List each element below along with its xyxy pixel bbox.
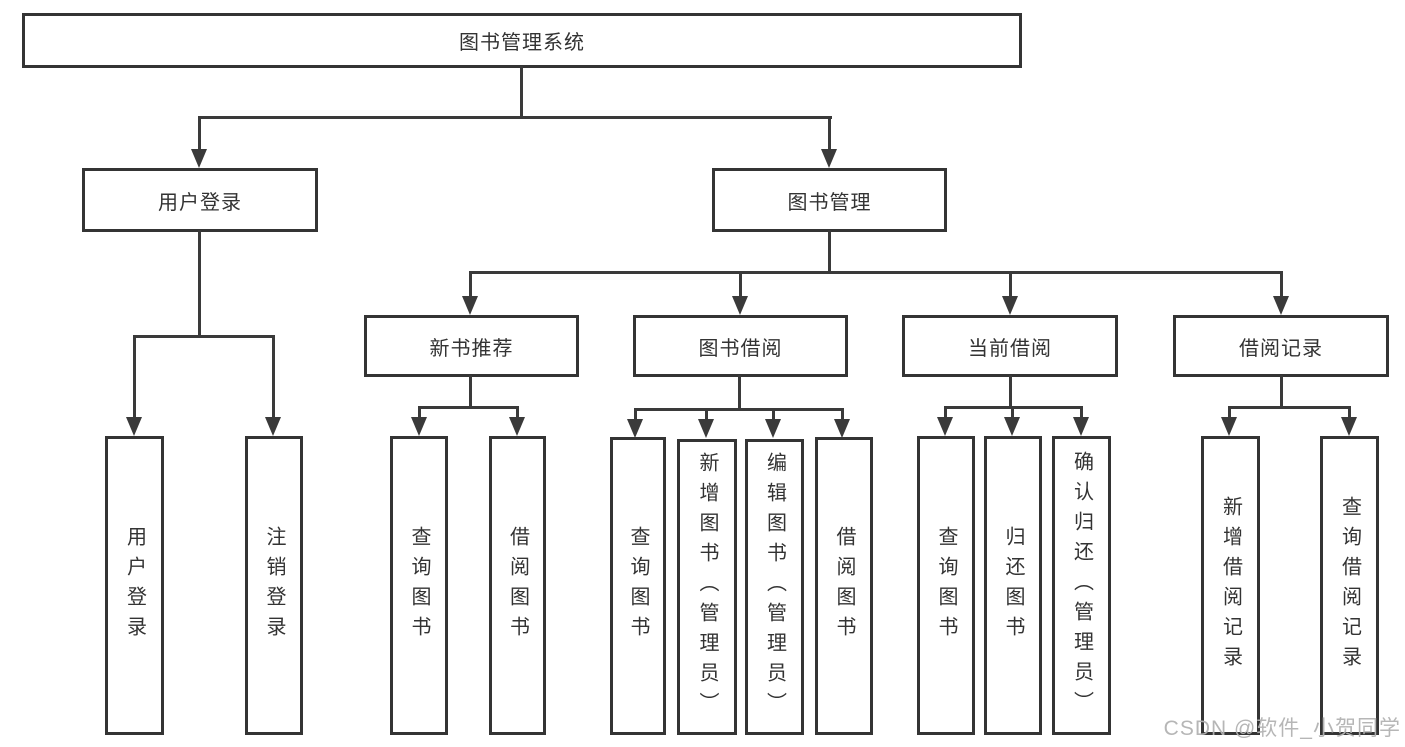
- arrow-down-icon: [1221, 417, 1237, 436]
- csdn-watermark: CSDN @软件_小贺同学: [1163, 717, 1401, 740]
- leaf-query-books-current: 查询图书: [917, 436, 975, 735]
- connector-root-stem: [520, 66, 523, 119]
- arrow-down-icon: [698, 419, 714, 438]
- connector-book-management-split: [469, 271, 1283, 274]
- connector-drop-leaf-user-login: [133, 335, 136, 419]
- leaf-borrow-books-borrow: 借阅图书: [815, 437, 873, 735]
- arrow-down-icon: [937, 417, 953, 436]
- leaf-user-login-label: 用户登录: [123, 525, 146, 646]
- arrow-down-icon: [1002, 296, 1018, 315]
- arrow-down-icon: [627, 419, 643, 438]
- leaf-user-login: 用户登录: [105, 436, 164, 735]
- connector-borrow-records-stem: [1280, 375, 1283, 409]
- arrow-down-icon: [732, 296, 748, 315]
- connector-drop: [705, 408, 708, 421]
- arrow-down-icon: [265, 417, 281, 436]
- node-new-book-recommend-label: 新书推荐: [429, 337, 514, 360]
- arrow-down-icon: [1004, 417, 1020, 436]
- arrow-down-icon: [834, 419, 850, 438]
- connector-drop: [516, 406, 519, 420]
- connector-drop-current-borrow: [1009, 271, 1012, 299]
- connector-drop: [1011, 406, 1014, 420]
- connector-book-borrow-split: [634, 408, 844, 411]
- leaf-query-borrow-record: 查询借阅记录: [1320, 436, 1379, 735]
- arrow-down-icon: [1273, 296, 1289, 315]
- node-current-borrow: 当前借阅: [902, 315, 1118, 377]
- node-book-management-label: 图书管理: [787, 191, 872, 214]
- leaf-logout: 注销登录: [245, 436, 303, 735]
- arrow-down-icon: [126, 417, 142, 436]
- arrow-down-icon: [1341, 417, 1357, 436]
- node-book-management: 图书管理: [712, 168, 947, 232]
- leaf-logout-label: 注销登录: [263, 525, 285, 646]
- leaf-query-books-newbook-label: 查询图书: [408, 525, 430, 646]
- arrow-down-icon: [509, 417, 525, 436]
- node-borrow-records-label: 借阅记录: [1239, 337, 1323, 360]
- node-new-book-recommend: 新书推荐: [364, 315, 579, 377]
- connector-drop: [1348, 406, 1351, 420]
- connector-book-borrow-stem: [738, 375, 741, 411]
- node-borrow-records: 借阅记录: [1173, 315, 1389, 377]
- node-user-login-label: 用户登录: [158, 191, 242, 214]
- leaf-query-books-newbook: 查询图书: [390, 436, 448, 735]
- connector-drop: [944, 406, 947, 420]
- leaf-add-books-admin: 新增图书（管理员）: [677, 439, 737, 735]
- connector-drop: [634, 408, 637, 421]
- connector-current-borrow-stem: [1009, 375, 1012, 409]
- leaf-add-borrow-record-label: 新增借阅记录: [1219, 495, 1242, 676]
- connector-drop: [1080, 406, 1083, 420]
- connector-drop-user-login: [198, 116, 201, 152]
- connector-user-login-split: [133, 335, 275, 338]
- arrow-down-icon: [765, 419, 781, 438]
- leaf-borrow-books-newbook: 借阅图书: [489, 436, 546, 735]
- leaf-confirm-return-admin-label: 确认归还（管理员）: [1070, 450, 1093, 721]
- node-library-system: 图书管理系统: [22, 13, 1022, 68]
- connector-borrow-records-split: [1228, 406, 1351, 409]
- connector-drop: [841, 408, 844, 421]
- node-book-borrow: 图书借阅: [633, 315, 848, 377]
- connector-drop-book-management: [828, 116, 831, 152]
- connector-book-management-stem: [828, 230, 831, 274]
- node-current-borrow-label: 当前借阅: [968, 337, 1052, 360]
- leaf-query-borrow-record-label: 查询借阅记录: [1338, 495, 1361, 676]
- node-user-login: 用户登录: [82, 168, 318, 232]
- leaf-query-books-current-label: 查询图书: [935, 525, 957, 646]
- connector-drop: [418, 406, 421, 420]
- connector-root-split: [198, 116, 832, 119]
- connector-drop-book-borrow: [739, 271, 742, 299]
- node-library-system-label: 图书管理系统: [459, 32, 585, 54]
- connector-drop-borrow-records: [1280, 271, 1283, 299]
- connector-drop: [1228, 406, 1231, 420]
- leaf-query-books-borrow: 查询图书: [610, 437, 666, 735]
- connector-drop-new-book: [469, 271, 472, 299]
- leaf-return-books: 归还图书: [984, 436, 1042, 735]
- leaf-add-borrow-record: 新增借阅记录: [1201, 436, 1260, 735]
- leaf-edit-books-admin-label: 编辑图书（管理员）: [763, 452, 786, 722]
- leaf-return-books-label: 归还图书: [1002, 525, 1024, 646]
- leaf-edit-books-admin: 编辑图书（管理员）: [745, 439, 804, 735]
- arrow-down-icon: [821, 149, 837, 168]
- leaf-add-books-admin-label: 新增图书（管理员）: [696, 452, 718, 722]
- arrow-down-icon: [191, 149, 207, 168]
- leaf-confirm-return-admin: 确认归还（管理员）: [1052, 436, 1111, 735]
- connector-user-login-stem: [198, 230, 201, 338]
- node-book-borrow-label: 图书借阅: [698, 337, 783, 360]
- leaf-query-books-borrow-label: 查询图书: [627, 526, 649, 646]
- connector-drop-leaf-logout: [272, 335, 275, 419]
- connector-new-book-stem: [469, 375, 472, 409]
- connector-new-book-split: [418, 406, 519, 409]
- leaf-borrow-books-borrow-label: 借阅图书: [833, 526, 855, 646]
- arrow-down-icon: [1073, 417, 1089, 436]
- arrow-down-icon: [462, 296, 478, 315]
- arrow-down-icon: [411, 417, 427, 436]
- leaf-borrow-books-newbook-label: 借阅图书: [506, 525, 529, 646]
- connector-drop: [772, 408, 775, 421]
